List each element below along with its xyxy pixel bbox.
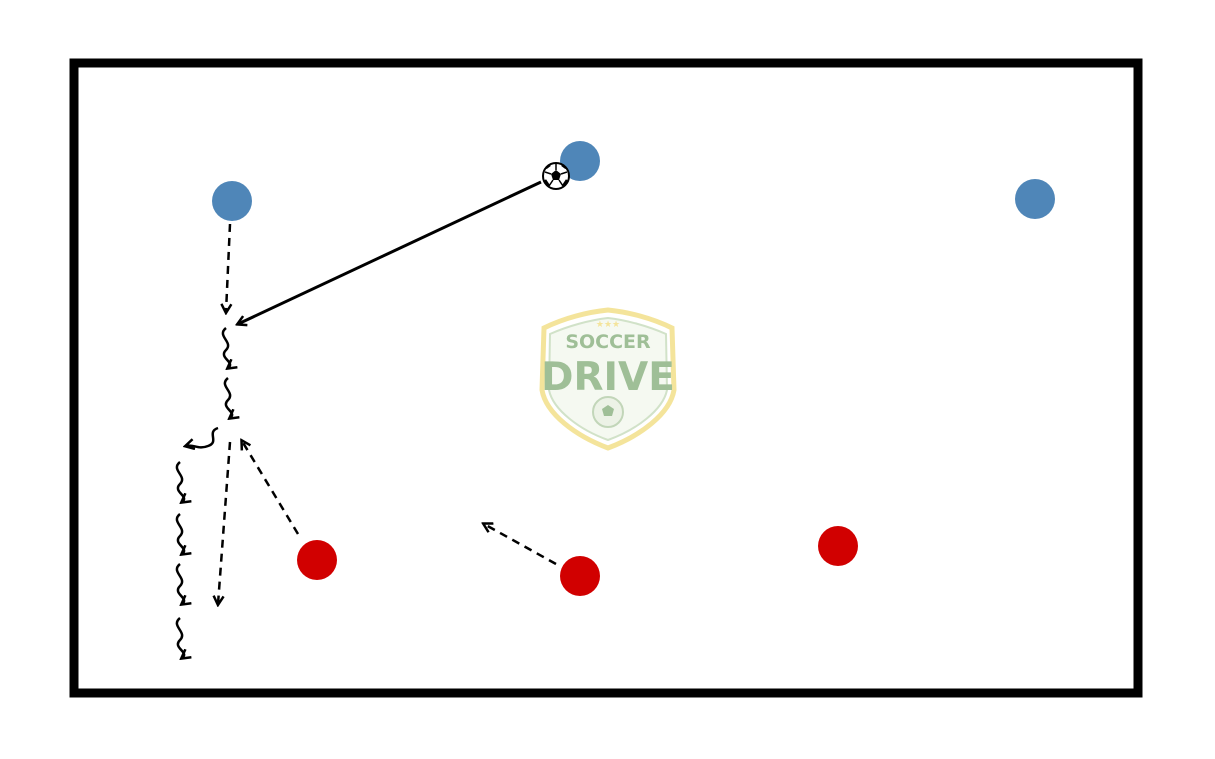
dribble-arrow-1 [221, 327, 230, 368]
dribble-arrow-6 [175, 563, 184, 604]
dribble-arrow-4 [175, 461, 184, 502]
logo-shield-inner [547, 316, 669, 442]
logo-soccer-text: SOCCER [565, 331, 651, 353]
dribble-arrow-5 [175, 513, 184, 554]
player-red-right [818, 526, 858, 566]
logo-stars: ★★★ [596, 320, 620, 330]
player-blue-center [560, 141, 600, 181]
logo-drive-text: DRIVE [541, 355, 675, 400]
soccer-drive-logo: ★★★ SOCCER DRIVE [539, 307, 677, 451]
soccer-ball-icon [542, 162, 570, 190]
dribble-arrow-3 [186, 426, 219, 447]
pitch-boundary [69, 58, 1143, 698]
logo-ball-patch [602, 405, 614, 416]
run-arrow-support [218, 441, 232, 604]
pass-arrow [238, 180, 542, 324]
run-arrow-blue-left [226, 223, 230, 312]
dribble-arrow-2 [223, 377, 232, 418]
player-red-center [560, 556, 600, 596]
player-blue-right [1015, 179, 1055, 219]
dribble-arrow-7 [175, 617, 184, 658]
player-red-left [297, 540, 337, 580]
player-blue-left [212, 181, 252, 221]
run-arrow-red-left [242, 441, 300, 535]
run-arrow-red-center [484, 524, 557, 566]
